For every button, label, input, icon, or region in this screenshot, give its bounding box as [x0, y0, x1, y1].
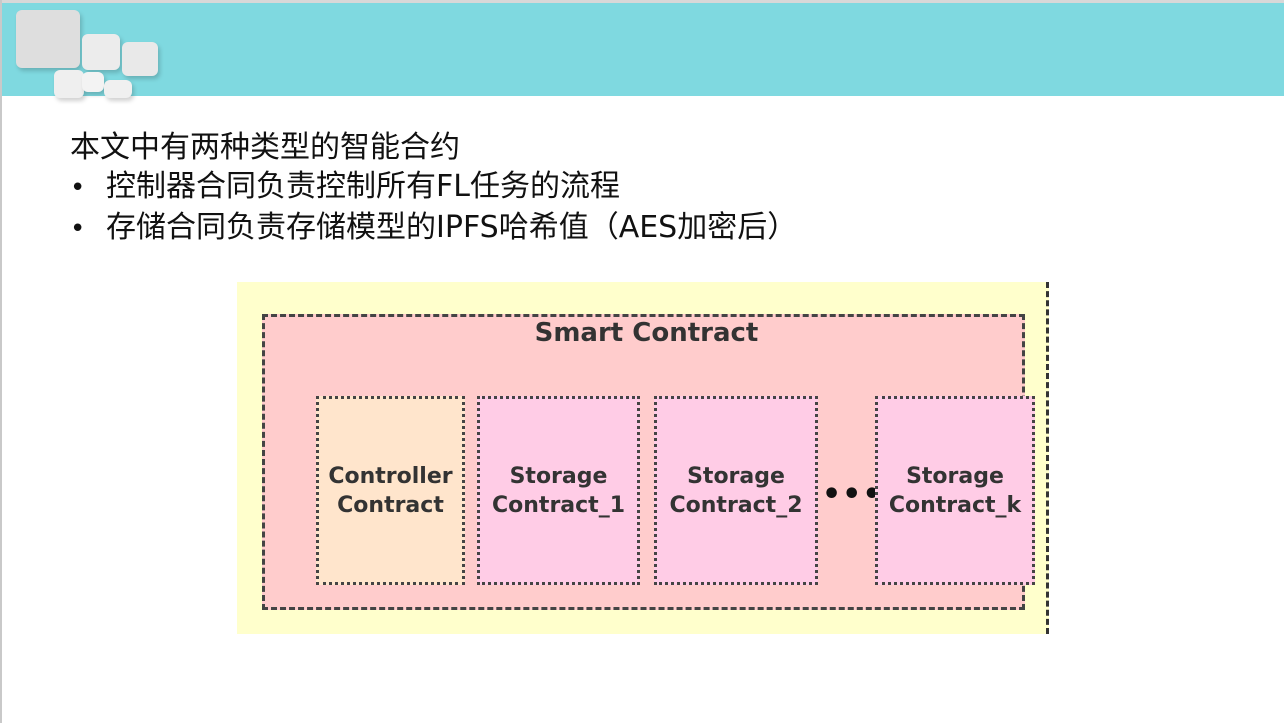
bullet-text: 存储合同负责存储模型的IPFS哈希值（AES加密后）	[106, 210, 798, 245]
contract-label-line2: Contract_k	[888, 492, 1022, 518]
storage-contract-1-box: Storage Contract_1	[477, 396, 640, 585]
contract-label-line2: Contract_1	[492, 492, 625, 518]
header-topline	[2, 0, 1284, 3]
contract-label-line2: Contract	[337, 492, 444, 518]
slide-body-text: 本文中有两种类型的智能合约 • 控制器合同负责控制所有FL任务的流程 • 存储合…	[70, 128, 797, 249]
bullet-item-storage: • 存储合同负责存储模型的IPFS哈希值（AES加密后）	[70, 208, 797, 249]
contract-label-line2: Contract_2	[669, 492, 803, 518]
decorative-square	[16, 10, 80, 68]
dashed-border	[1046, 282, 1049, 634]
bullet-text: 控制器合同负责控制所有FL任务的流程	[106, 169, 620, 204]
ellipsis-dots: •••	[822, 477, 883, 512]
bullet-item-controller: • 控制器合同负责控制所有FL任务的流程	[70, 167, 797, 208]
controller-contract-box: Controller Contract	[316, 396, 465, 585]
bullet-icon: •	[70, 173, 86, 203]
smart-contract-container: Smart Contract Controller Contract Stora…	[262, 314, 1035, 610]
bullet-icon: •	[70, 214, 86, 244]
intro-text: 本文中有两种类型的智能合约	[70, 130, 460, 165]
storage-contract-k-box: Storage Contract_k	[875, 396, 1035, 585]
contract-label-line1: Storage	[906, 463, 1004, 489]
header-band	[2, 0, 1284, 96]
decorative-square	[122, 42, 158, 76]
decorative-square	[54, 70, 84, 98]
contract-label-line1: Storage	[509, 463, 608, 489]
smart-contract-title: Smart Contract	[534, 318, 759, 348]
storage-contract-2-box: Storage Contract_2	[654, 396, 818, 585]
decorative-square	[82, 34, 120, 70]
decorative-square	[82, 72, 104, 92]
decorative-square	[104, 80, 132, 98]
smart-contract-diagram: Smart Contract Controller Contract Stora…	[237, 282, 1049, 634]
contract-label-line1: Storage	[687, 463, 785, 489]
contract-label-line1: Controller	[328, 463, 453, 489]
